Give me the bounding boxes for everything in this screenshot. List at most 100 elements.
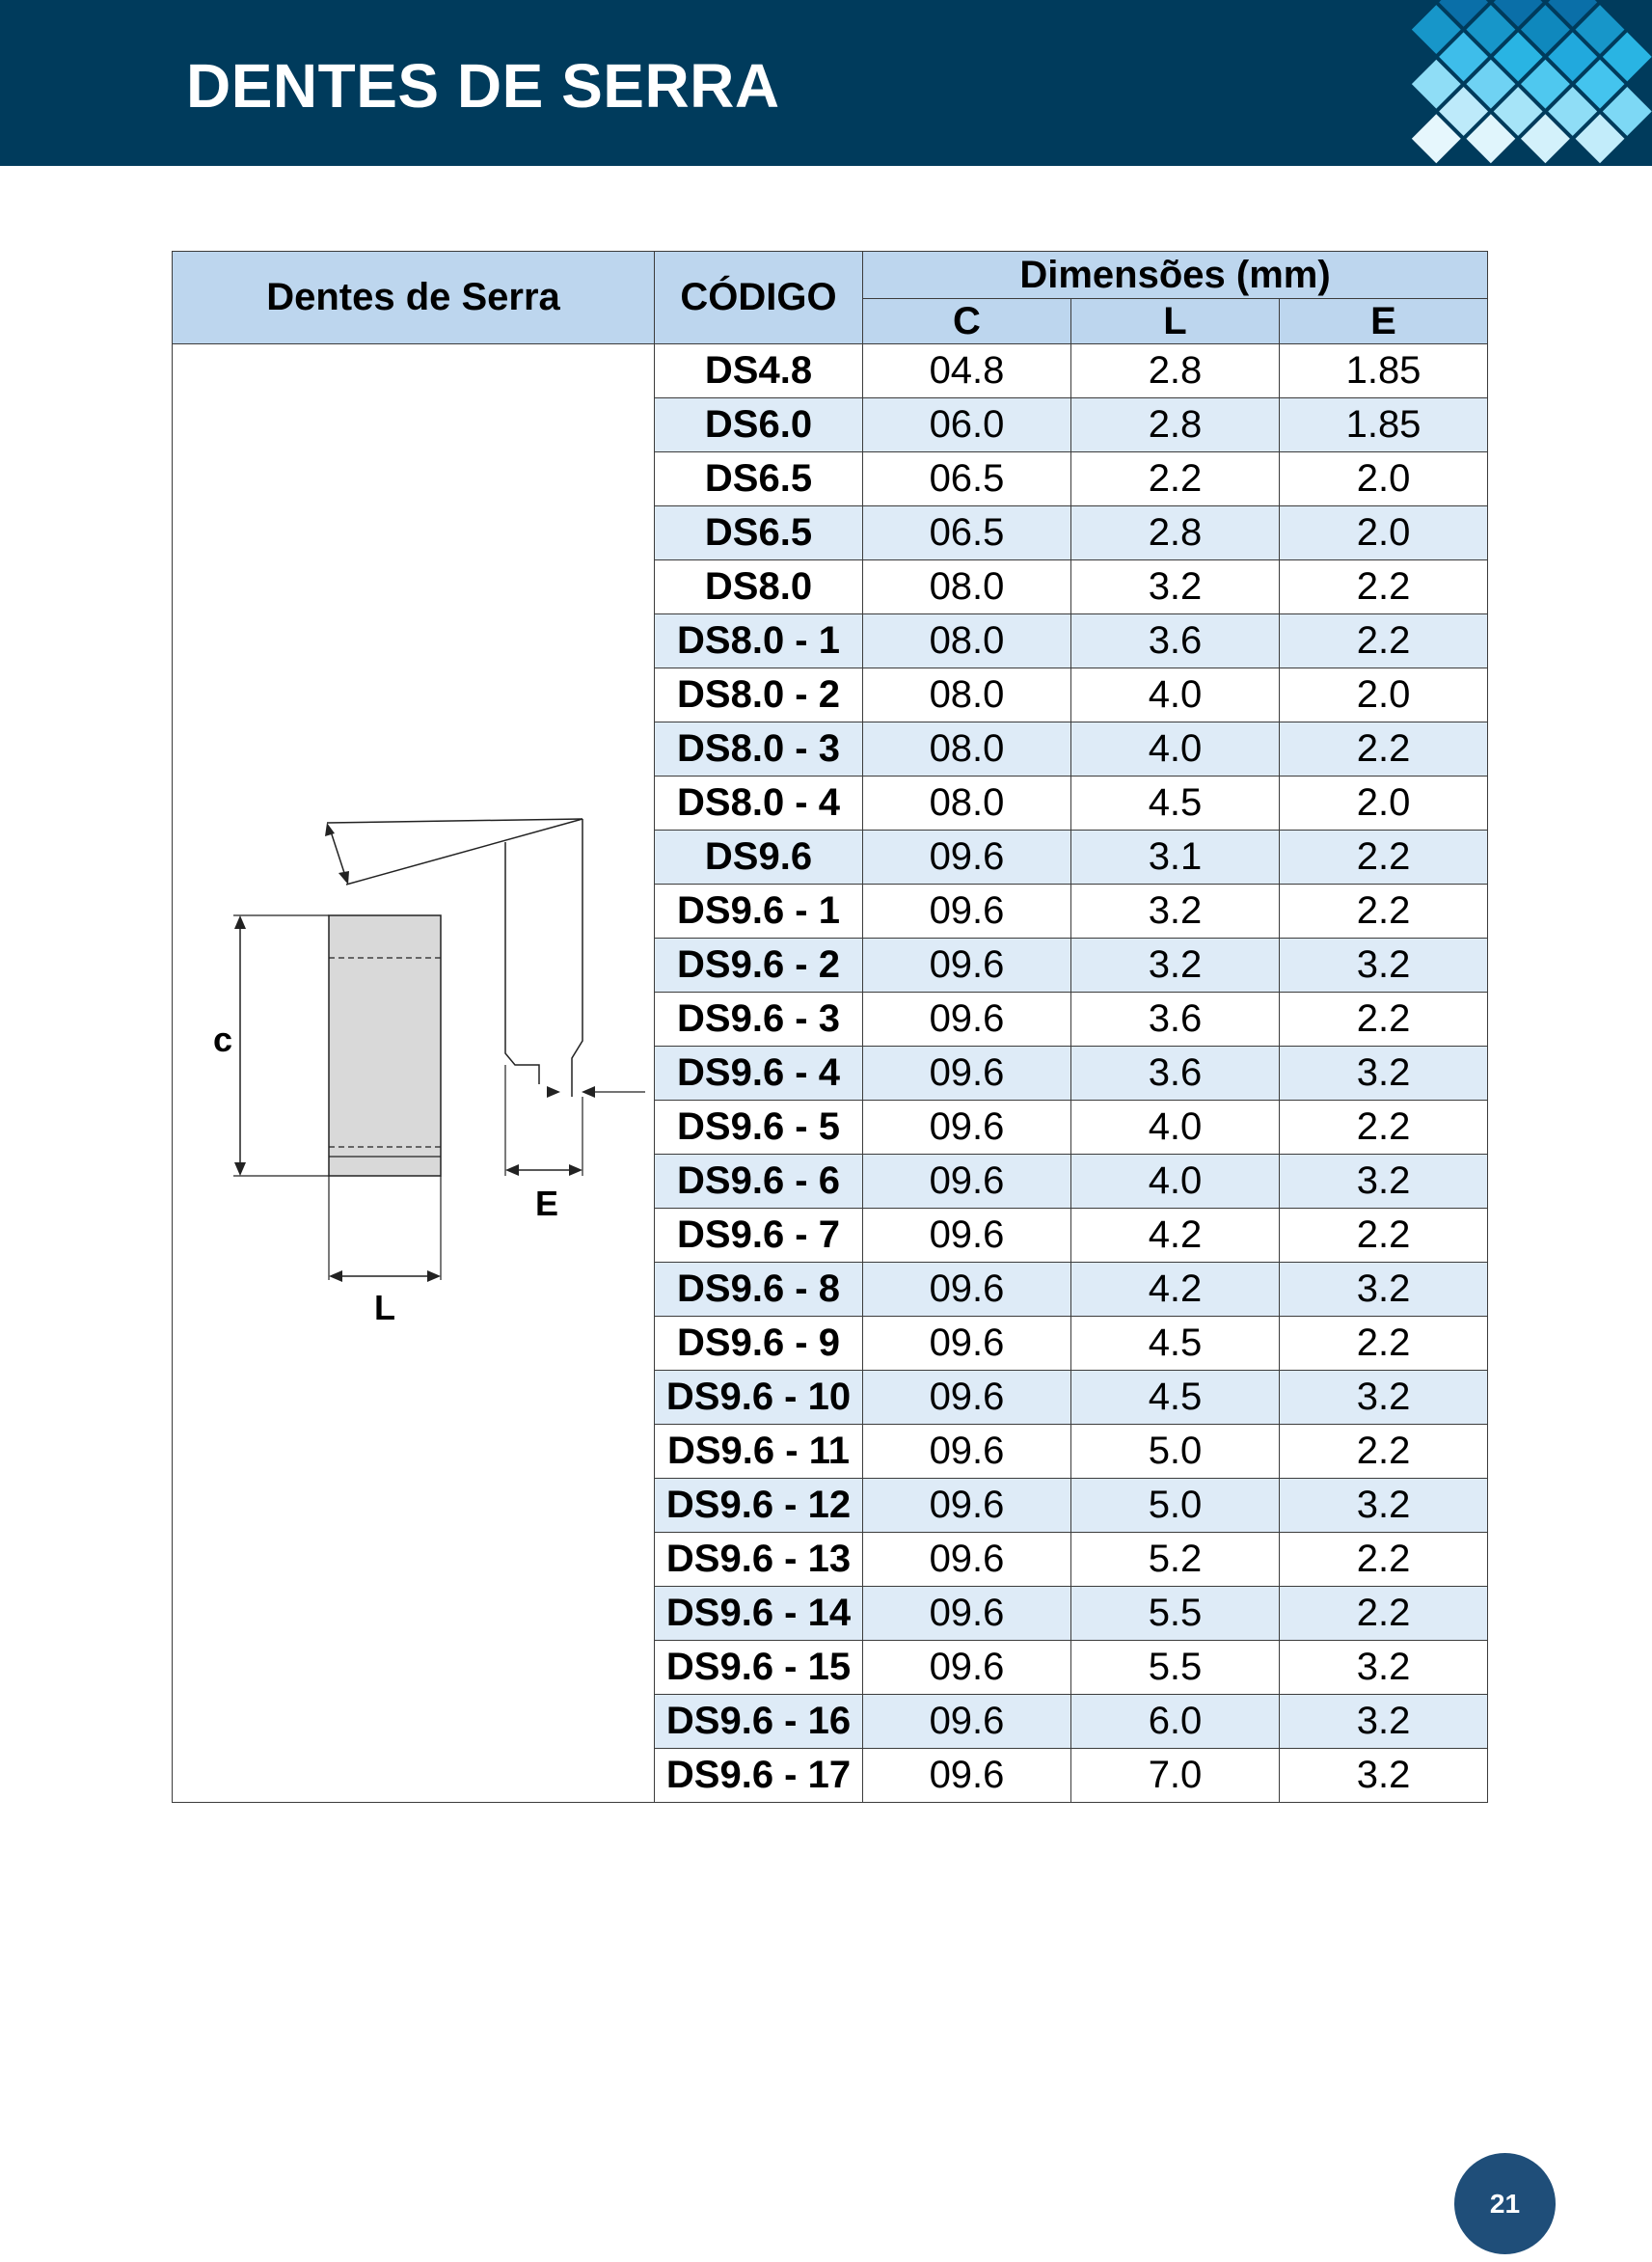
cell-c: 06.5 <box>862 451 1071 506</box>
cell-c: 08.0 <box>862 668 1071 722</box>
cell-c: 06.0 <box>862 397 1071 452</box>
cell-code: DS6.5 <box>654 505 863 560</box>
cell-code: DS9.6 - 14 <box>654 1586 863 1641</box>
cell-e: 3.2 <box>1278 938 1489 993</box>
cell-c: 09.6 <box>862 1262 1071 1317</box>
cell-l: 2.2 <box>1070 451 1280 506</box>
cell-code: DS8.0 - 1 <box>654 613 863 668</box>
cell-l: 4.0 <box>1070 1154 1280 1209</box>
cell-code: DS9.6 - 3 <box>654 992 863 1047</box>
page-header: DENTES DE SERRA <box>0 0 1652 166</box>
cell-c: 09.6 <box>862 1316 1071 1371</box>
cell-l: 5.2 <box>1070 1532 1280 1587</box>
cell-e: 2.2 <box>1278 1424 1489 1479</box>
cell-l: 7.0 <box>1070 1748 1280 1803</box>
cell-code: DS9.6 - 7 <box>654 1208 863 1263</box>
cell-e: 2.2 <box>1278 1316 1489 1371</box>
cell-l: 4.0 <box>1070 722 1280 777</box>
cell-code: DS9.6 - 9 <box>654 1316 863 1371</box>
cell-l: 6.0 <box>1070 1694 1280 1749</box>
cell-code: DS8.0 - 3 <box>654 722 863 777</box>
cell-e: 2.2 <box>1278 1532 1489 1587</box>
cell-c: 08.0 <box>862 613 1071 668</box>
cell-l: 3.2 <box>1070 559 1280 614</box>
cell-code: DS9.6 - 8 <box>654 1262 863 1317</box>
cell-l: 3.6 <box>1070 1046 1280 1101</box>
cell-e: 3.2 <box>1278 1262 1489 1317</box>
cell-c: 09.6 <box>862 1100 1071 1155</box>
cell-e: 2.0 <box>1278 776 1489 831</box>
diagram-cell: c L <box>172 343 655 1803</box>
dimension-label-c: c <box>213 1020 232 1059</box>
cell-l: 3.2 <box>1070 938 1280 993</box>
cell-e: 3.2 <box>1278 1694 1489 1749</box>
cell-l: 4.0 <box>1070 1100 1280 1155</box>
cell-code: DS9.6 - 17 <box>654 1748 863 1803</box>
cell-c: 04.8 <box>862 343 1071 398</box>
cell-c: 08.0 <box>862 722 1071 777</box>
cell-l: 5.0 <box>1070 1478 1280 1533</box>
cell-l: 4.0 <box>1070 668 1280 722</box>
cell-c: 09.6 <box>862 992 1071 1047</box>
cell-c: 08.0 <box>862 776 1071 831</box>
cell-l: 4.5 <box>1070 1370 1280 1425</box>
cell-code: DS9.6 - 15 <box>654 1640 863 1695</box>
cell-l: 4.2 <box>1070 1208 1280 1263</box>
cell-c: 06.5 <box>862 505 1071 560</box>
cell-e: 3.2 <box>1278 1748 1489 1803</box>
cell-c: 09.6 <box>862 1748 1071 1803</box>
cell-code: DS8.0 - 4 <box>654 776 863 831</box>
cell-code: DS9.6 - 16 <box>654 1694 863 1749</box>
cell-e: 2.2 <box>1278 1208 1489 1263</box>
cell-e: 3.2 <box>1278 1154 1489 1209</box>
cell-l: 2.8 <box>1070 505 1280 560</box>
cell-e: 2.0 <box>1278 451 1489 506</box>
cell-e: 3.2 <box>1278 1640 1489 1695</box>
cell-c: 09.6 <box>862 884 1071 939</box>
cell-code: DS9.6 - 1 <box>654 884 863 939</box>
dimension-label-e: E <box>535 1184 558 1223</box>
table-row: c L <box>172 343 1489 1803</box>
cell-e: 2.2 <box>1278 559 1489 614</box>
cell-code: DS9.6 - 5 <box>654 1100 863 1155</box>
cell-l: 3.6 <box>1070 992 1280 1047</box>
cell-e: 3.2 <box>1278 1046 1489 1101</box>
cell-code: DS6.0 <box>654 397 863 452</box>
cell-code: DS8.0 - 2 <box>654 668 863 722</box>
cell-e: 2.0 <box>1278 505 1489 560</box>
column-header-l: L <box>1070 298 1280 344</box>
cell-e: 2.2 <box>1278 830 1489 885</box>
cell-l: 5.0 <box>1070 1424 1280 1479</box>
cell-l: 5.5 <box>1070 1640 1280 1695</box>
cell-code: DS9.6 - 10 <box>654 1370 863 1425</box>
cell-code: DS6.5 <box>654 451 863 506</box>
saw-tooth-diagram: c L <box>213 818 645 1327</box>
cell-e: 3.2 <box>1278 1370 1489 1425</box>
column-header-e: E <box>1278 298 1489 344</box>
diamond-pattern-decoration <box>1411 0 1652 164</box>
cell-c: 09.6 <box>862 1478 1071 1533</box>
cell-c: 09.6 <box>862 1694 1071 1749</box>
cell-e: 3.2 <box>1278 1478 1489 1533</box>
cell-code: DS9.6 - 4 <box>654 1046 863 1101</box>
cell-code: DS9.6 - 12 <box>654 1478 863 1533</box>
cell-c: 08.0 <box>862 559 1071 614</box>
cell-c: 09.6 <box>862 1532 1071 1587</box>
cell-code: DS8.0 <box>654 559 863 614</box>
column-header-c: C <box>862 298 1071 344</box>
